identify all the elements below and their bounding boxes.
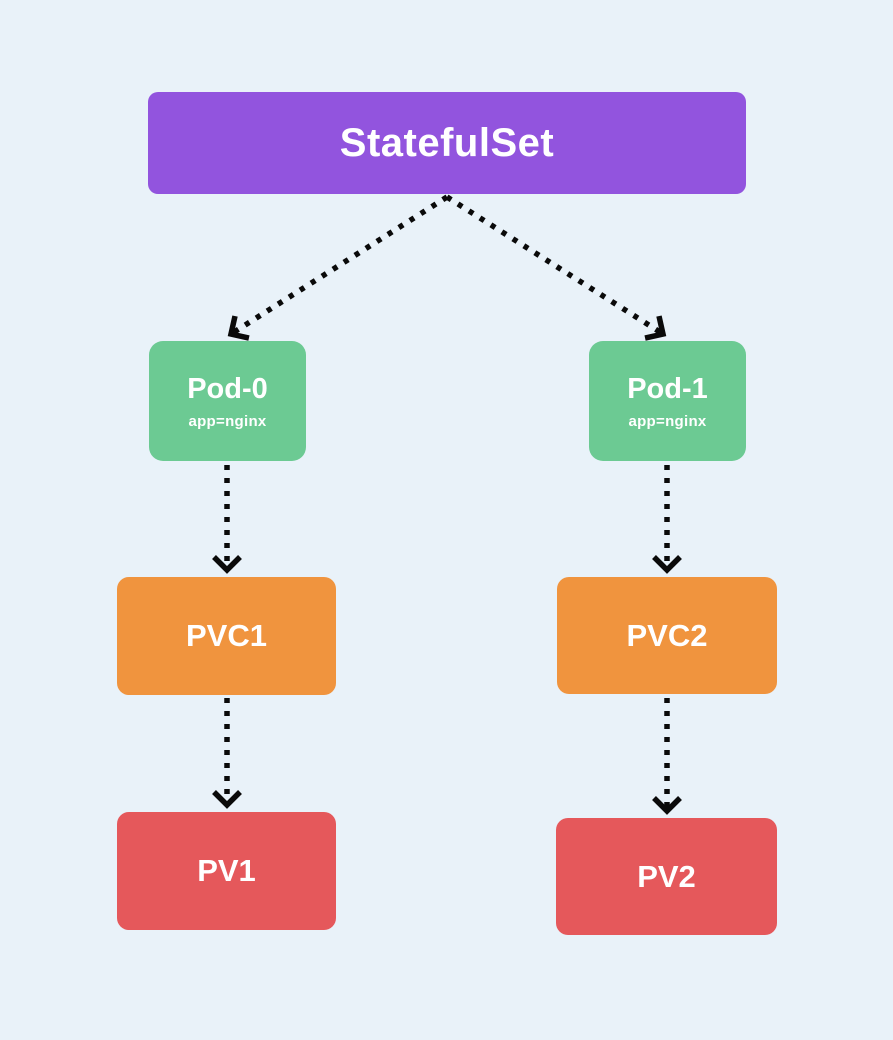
node-pod-0: Pod-0 app=nginx bbox=[149, 341, 306, 461]
edge-statefulset-pod1 bbox=[445, 194, 667, 341]
statefulset-label: StatefulSet bbox=[339, 120, 555, 165]
pvc1-label: PVC1 bbox=[186, 618, 267, 653]
node-pvc-2: PVC2 bbox=[557, 577, 777, 694]
pod0-sublabel: app=nginx bbox=[188, 412, 267, 430]
node-statefulset: StatefulSet bbox=[148, 92, 746, 194]
pod1-label: Pod-1 bbox=[627, 372, 708, 405]
pod1-sublabel: app=nginx bbox=[628, 412, 707, 430]
pvc2-label: PVC2 bbox=[626, 617, 708, 653]
node-pod-1: Pod-1 app=nginx bbox=[589, 341, 746, 461]
pv1-label: PV1 bbox=[197, 853, 256, 888]
edge-statefulset-pod0 bbox=[227, 194, 449, 341]
pv2-label: PV2 bbox=[637, 858, 696, 894]
pod0-label: Pod-0 bbox=[187, 372, 268, 405]
node-pv-1: PV1 bbox=[117, 812, 336, 930]
node-pv-2: PV2 bbox=[556, 818, 777, 935]
node-pvc-1: PVC1 bbox=[117, 577, 336, 695]
